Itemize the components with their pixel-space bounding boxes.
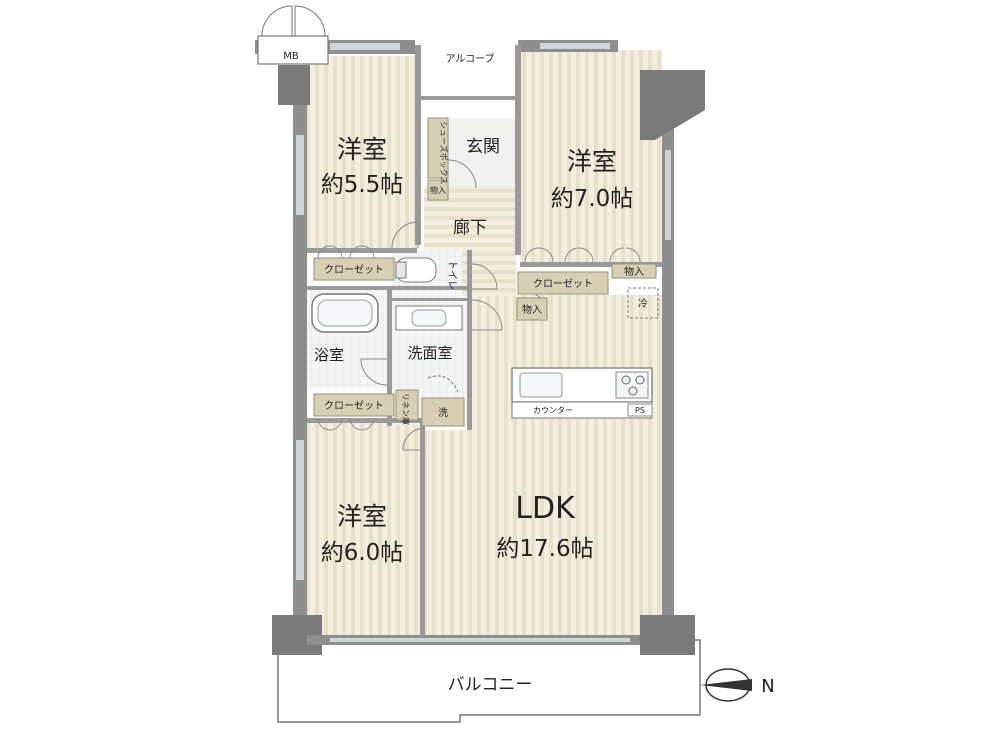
room-western-2-name: 洋室: [567, 147, 617, 176]
room-ldk-size: 約17.6帖: [496, 536, 593, 562]
room-washroom-label: 洗面室: [407, 344, 452, 362]
washer-label: 洗: [438, 407, 448, 419]
floor-western-1: [307, 56, 417, 248]
wall-right: [662, 110, 674, 640]
shoe-box: [427, 117, 449, 179]
closet-2: [517, 271, 609, 295]
room-hallway-label: 廊下: [453, 218, 487, 238]
floor-western-2: [520, 50, 662, 265]
storage-2-label: 物入: [624, 265, 644, 278]
closet-3-label: クローゼット: [324, 400, 384, 412]
floor-western-3: [307, 420, 422, 635]
room-western-1-name: 洋室: [337, 135, 387, 164]
storage-3-label: 物入: [522, 303, 542, 316]
closet-doors: [317, 245, 641, 431]
floor-entrance: [448, 118, 516, 186]
room-western-1-size: 約5.5帖: [321, 172, 404, 198]
window-left-2: [296, 440, 304, 580]
kitchen-sink: [519, 372, 563, 398]
storage-3: [516, 297, 548, 321]
window-bottom: [330, 638, 630, 642]
room-entrance-label: 玄関: [466, 137, 500, 157]
washer-dashed: [427, 375, 459, 393]
linen-label: リネン庫: [401, 393, 411, 425]
floor-alcove: [420, 45, 516, 100]
closet-2-label: クローゼット: [533, 278, 593, 290]
storage-1: [427, 179, 449, 201]
washer-area: [421, 397, 465, 427]
linen-storage: [395, 389, 419, 421]
column-top-left: [278, 65, 310, 105]
room-western-2-size: 約7.0帖: [551, 186, 634, 212]
fridge-label: 冷: [638, 297, 648, 310]
compass-north-label: N: [761, 676, 774, 697]
room-bath-label: 浴室: [314, 346, 344, 364]
mb-box: MB: [257, 5, 329, 65]
window-left-1: [296, 135, 304, 215]
stove: [615, 371, 649, 399]
window-top-right: [540, 43, 610, 49]
storage-1-label: 物入: [430, 185, 446, 195]
compass: N: [700, 668, 775, 702]
counter-label: カウンター: [533, 406, 573, 415]
room-western-3-name: 洋室: [337, 502, 387, 531]
window-top-left: [330, 43, 400, 50]
room-balcony-label: バルコニー: [448, 675, 533, 695]
closet-1-label: クローゼット: [324, 264, 384, 276]
column-bottom-right: [640, 615, 695, 655]
ps-box: [627, 403, 653, 417]
room-toilet-label: トイレ: [446, 260, 457, 290]
shoe-box-label: シューズボックス: [439, 121, 449, 184]
storage-2: [611, 263, 657, 279]
room-alcove-label: アルコーブ: [445, 52, 494, 65]
window-right: [665, 150, 671, 240]
closet-1: [313, 257, 395, 281]
bathtub-inner: [317, 299, 373, 327]
ps-label: PS: [635, 406, 645, 415]
room-ldk-name: LDK: [515, 491, 576, 526]
floor-balcony: [277, 639, 701, 723]
mb-label: MB: [283, 51, 299, 62]
column-top-right: [640, 70, 705, 140]
sink-bowl: [411, 309, 447, 327]
fridge-space: [627, 287, 659, 319]
compass-arrow-icon: [700, 679, 752, 691]
interior-walls: [307, 45, 662, 635]
closet-3: [313, 393, 395, 417]
room-western-3-size: 約6.0帖: [321, 540, 404, 566]
toilet-tank: [395, 261, 407, 279]
